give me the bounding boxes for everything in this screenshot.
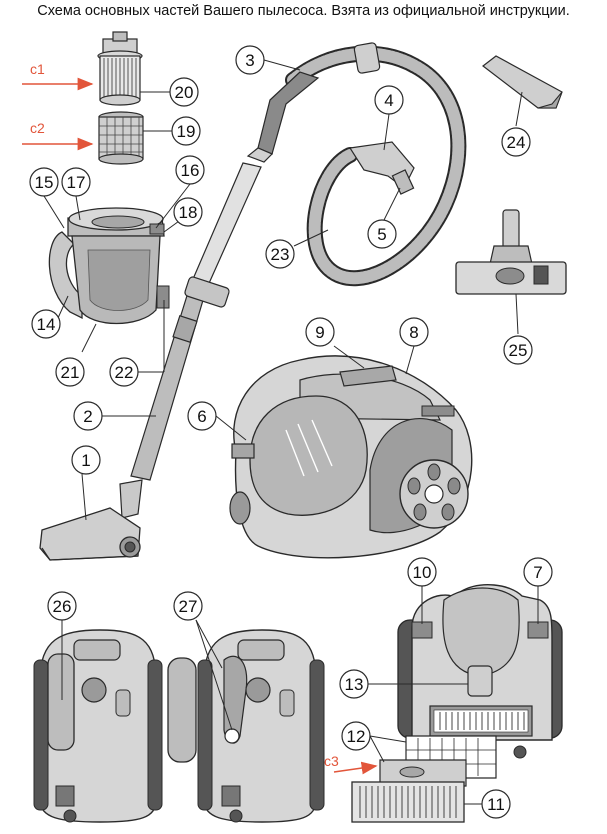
callout-27: 27 [173, 591, 203, 621]
callout-2: 2 [73, 401, 103, 431]
callout-label: 7 [533, 563, 542, 582]
callout-label: 16 [181, 161, 200, 180]
callout-label: 20 [175, 83, 194, 102]
callout-14: 14 [31, 309, 61, 339]
telescopic-tube [130, 162, 262, 481]
callout-8: 8 [399, 317, 429, 347]
vacuum-bottom-view-26 [33, 629, 163, 823]
callout-label: 11 [487, 795, 505, 814]
callout-11: 11 [481, 789, 511, 819]
callout-7: 7 [523, 557, 553, 587]
callout-label: 24 [507, 133, 526, 152]
callout-6: 6 [187, 401, 217, 431]
callout-label: 4 [384, 91, 393, 110]
callout-label: 3 [245, 51, 254, 70]
callout-label: 27 [179, 597, 198, 616]
callout-26: 26 [47, 591, 77, 621]
brush-nozzle-25 [455, 209, 567, 295]
annotation-c3: c3 [324, 753, 339, 769]
diagram-title: Схема основных частей Вашего пылесоса. В… [37, 3, 570, 19]
vacuum-rear-view [397, 584, 563, 759]
callout-18: 18 [173, 197, 203, 227]
callout-9: 9 [305, 317, 335, 347]
callout-label: 12 [347, 727, 366, 746]
callout-label: 17 [67, 173, 86, 192]
callout-label: 2 [83, 407, 92, 426]
floor-nozzle-1 [39, 479, 143, 561]
callout-label: 26 [53, 597, 72, 616]
vacuum-body [229, 355, 473, 559]
dust-container [48, 207, 170, 325]
callout-16: 16 [175, 155, 205, 185]
callout-label: 10 [413, 563, 432, 582]
callout-label: 23 [271, 245, 290, 264]
callout-22: 22 [109, 357, 139, 387]
callout-3: 3 [235, 45, 265, 75]
callout-label: 6 [197, 407, 206, 426]
callout-label: 5 [377, 225, 386, 244]
callout-4: 4 [374, 85, 404, 115]
callout-1: 1 [71, 445, 101, 475]
cyclone-filter-20 [97, 31, 143, 106]
callout-label: 9 [315, 323, 324, 342]
callout-20: 20 [169, 77, 199, 107]
leader-lines [43, 59, 539, 805]
callout-label: 8 [409, 323, 418, 342]
callout-label: 22 [115, 363, 134, 382]
crevice-tool-24 [482, 55, 563, 109]
annotation-c2: c2 [30, 120, 45, 136]
callout-17: 17 [61, 167, 91, 197]
callout-10: 10 [407, 557, 437, 587]
arrow-c3 [333, 761, 378, 775]
callout-label: 15 [35, 173, 54, 192]
callout-23: 23 [265, 239, 295, 269]
callout-label: 13 [345, 675, 364, 694]
callout-5: 5 [367, 219, 397, 249]
callout-label: 1 [81, 451, 90, 470]
hepa-frame-12 [379, 735, 497, 787]
mesh-filter-19 [98, 111, 144, 165]
hepa-filter-11 [351, 781, 465, 823]
annotation-c1: c1 [30, 61, 45, 77]
callout-21: 21 [55, 357, 85, 387]
vacuum-bottom-view-27 [197, 629, 325, 823]
callout-label: 18 [179, 203, 198, 222]
callout-label: 19 [177, 122, 196, 141]
callout-13: 13 [339, 669, 369, 699]
callout-label: 25 [509, 341, 528, 360]
callout-24: 24 [501, 127, 531, 157]
callout-label: 14 [37, 315, 56, 334]
callout-12: 12 [341, 721, 371, 751]
callout-15: 15 [29, 167, 59, 197]
callout-25: 25 [503, 335, 533, 365]
callout-19: 19 [171, 116, 201, 146]
callout-label: 21 [61, 363, 80, 382]
